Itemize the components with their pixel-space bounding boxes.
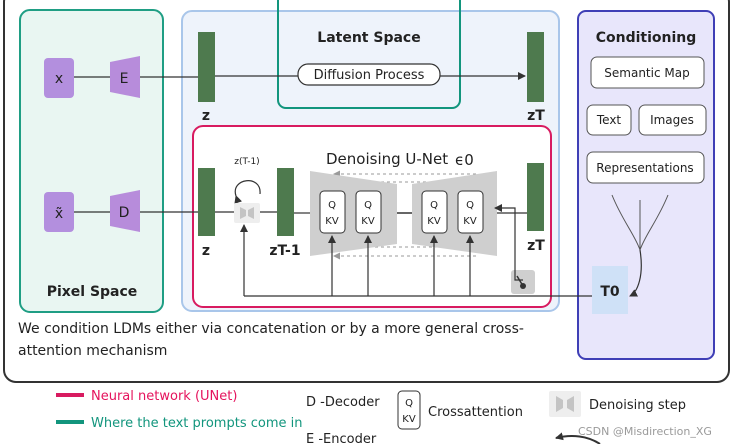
images-box <box>638 104 707 136</box>
conditioning-merge-left <box>611 194 641 251</box>
tau-box <box>592 266 628 314</box>
diffusion-process-pill <box>297 63 441 86</box>
svg-text:KV: KV <box>361 216 375 227</box>
output-x-label: x̃ <box>55 206 63 222</box>
switch-path-up <box>516 275 524 287</box>
svg-text:Q: Q <box>405 398 413 409</box>
latent-zT1-label: zT-1 <box>269 243 300 259</box>
latent-zT1-block <box>277 168 294 236</box>
svg-text:Q: Q <box>466 200 474 211</box>
latent-z-bottom-label: z <box>202 243 210 259</box>
conditioning-to-tau <box>629 249 642 297</box>
svg-text:Q: Q <box>430 200 438 211</box>
latent-z-top-label: z <box>202 108 210 124</box>
diffusion-process-label: Diffusion Process <box>314 68 425 83</box>
legend-qkv-block: Q KV <box>397 390 421 430</box>
legend-crossattention: Crossattention <box>428 405 523 420</box>
legend-denoising-step-icon <box>549 391 581 417</box>
text-label: Text <box>596 113 622 127</box>
semantic-map-box <box>590 56 705 89</box>
input-x-label: x <box>55 71 63 87</box>
svg-text:KV: KV <box>463 216 477 227</box>
svg-text:Q: Q <box>328 200 336 211</box>
decoder-label: D <box>119 205 130 221</box>
svg-text:Q: Q <box>364 200 372 211</box>
legend-arrow-icon <box>555 432 601 444</box>
representations-box <box>586 151 705 184</box>
input-x-box <box>44 58 74 98</box>
semantic-map-label: Semantic Map <box>604 66 689 80</box>
unet-epsilon: ϵ0 <box>455 151 474 169</box>
latent-space-header-box <box>277 0 461 109</box>
tau-label: T0 <box>600 284 620 300</box>
latent-z-block-bottom <box>198 168 215 236</box>
text-box <box>586 104 632 136</box>
output-x-box <box>44 192 74 232</box>
latent-space-title: Latent Space <box>317 30 420 46</box>
svg-text:KV: KV <box>325 216 339 227</box>
encoder-label: E <box>120 71 129 87</box>
caption-line-1: We condition LDMs either via concatenati… <box>18 321 524 337</box>
pixel-space-title: Pixel Space <box>47 284 138 300</box>
qkv-block-4: Q KV <box>457 190 484 234</box>
latent-zT-block-top <box>527 32 544 102</box>
legend-neural-network: Neural network (UNet) <box>91 389 237 404</box>
legend-decoder: D -Decoder <box>306 395 380 410</box>
legend-denoising-step-shape <box>556 396 574 412</box>
step-label: z(T-1) <box>234 157 259 167</box>
latent-zT-block-bottom <box>527 163 544 231</box>
pixel-space-panel <box>19 9 164 313</box>
conditioning-merge-right <box>639 194 669 251</box>
svg-text:KV: KV <box>402 414 416 425</box>
legend-encoder: E -Encoder <box>306 432 377 444</box>
legend-denoising-step: Denoising step <box>589 398 686 413</box>
legend-text-prompts: Where the text prompts come in <box>91 416 302 431</box>
images-label: Images <box>650 113 694 127</box>
qkv-block-3: Q KV <box>421 190 448 234</box>
latent-zT-top-label: zT <box>527 108 545 124</box>
denoising-step-shape <box>240 207 254 219</box>
qkv-block-1: Q KV <box>319 190 346 234</box>
conditioning-title: Conditioning <box>596 30 697 46</box>
denoising-step-icon <box>234 203 260 223</box>
switch-feed-concat <box>494 204 523 281</box>
unet-title: Denoising U-Net <box>326 150 448 168</box>
caption-line-2: attention mechanism <box>18 343 167 359</box>
latent-zT-bottom-label: zT <box>527 238 545 254</box>
step-loop-arrow <box>234 180 261 204</box>
representations-label: Representations <box>596 161 693 175</box>
latent-z-block-top <box>198 32 215 102</box>
encoder-shape <box>110 56 140 98</box>
decoder-shape <box>110 190 140 232</box>
watermark: CSDN @Misdirection_XG <box>578 425 712 438</box>
svg-text:KV: KV <box>427 216 441 227</box>
qkv-block-2: Q KV <box>355 190 382 234</box>
